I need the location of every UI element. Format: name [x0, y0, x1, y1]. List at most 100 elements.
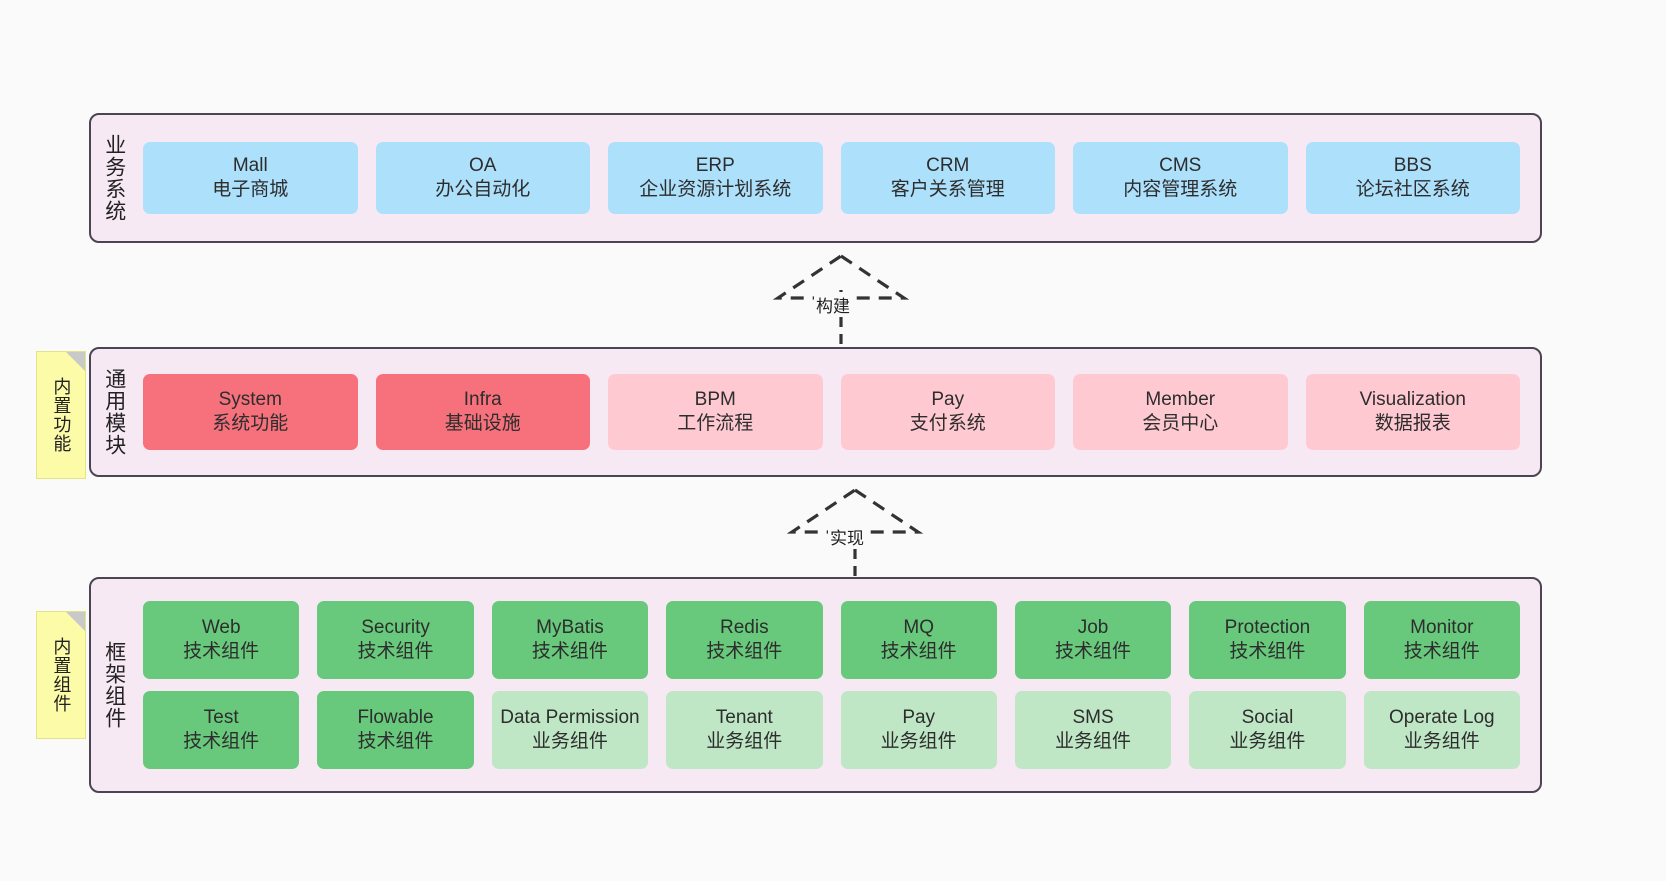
cell-title: ERP: [695, 154, 735, 176]
cell-sms[interactable]: SMS 业务组件: [1014, 691, 1172, 769]
cell-subtitle: 系统功能: [212, 413, 289, 434]
cell-title: Monitor: [1410, 616, 1474, 638]
cell-test[interactable]: Test 技术组件: [143, 691, 300, 769]
cell-title: Social: [1241, 706, 1294, 728]
cell-subtitle: 客户关系管理: [890, 179, 1005, 200]
cell-title: SMS: [1072, 706, 1114, 728]
cell-subtitle: 企业资源计划系统: [639, 179, 792, 200]
cell-subtitle: 技术组件: [1229, 641, 1306, 662]
cell-subtitle: 办公自动化: [435, 179, 531, 200]
cell-subtitle: 技术组件: [357, 641, 434, 662]
cell-flowable[interactable]: Flowable 技术组件: [317, 691, 474, 769]
layer-body-framework: Web 技术组件 Security 技术组件 MyBatis 技术组件 Redi…: [137, 579, 1540, 791]
sticky-note-builtin-components: 内置组件: [36, 611, 86, 739]
cell-mq[interactable]: MQ 技术组件: [840, 601, 997, 679]
cell-title: Member: [1145, 388, 1216, 410]
cell-data-permission[interactable]: Data Permission 业务组件: [491, 691, 649, 769]
cell-infra[interactable]: Infra 基础设施: [375, 374, 590, 450]
cell-mybatis[interactable]: MyBatis 技术组件: [491, 601, 649, 679]
cell-subtitle: 技术组件: [357, 731, 434, 752]
cell-title: MQ: [903, 616, 934, 638]
cell-social[interactable]: Social 业务组件: [1189, 691, 1346, 769]
cell-title: BBS: [1393, 154, 1432, 176]
cell-title: BPM: [694, 388, 736, 410]
cell-title: CRM: [926, 154, 970, 176]
cell-security[interactable]: Security 技术组件: [317, 601, 474, 679]
cell-subtitle: 业务组件: [1403, 731, 1480, 752]
cell-crm[interactable]: CRM 客户关系管理: [840, 142, 1055, 214]
cell-subtitle: 业务组件: [1055, 731, 1132, 752]
row-common-modules: System 系统功能 Infra 基础设施 BPM 工作流程 Pay 支付系统…: [143, 374, 1520, 450]
connector-implement: 实现: [770, 488, 940, 576]
sticky-note-builtin-features: 内置功能: [36, 351, 86, 479]
cell-operate-log[interactable]: Operate Log 业务组件: [1363, 691, 1520, 769]
cell-subtitle: 业务组件: [880, 731, 957, 752]
cell-oa[interactable]: OA 办公自动化: [375, 142, 590, 214]
cell-title: Redis: [720, 616, 769, 638]
cell-bbs[interactable]: BBS 论坛社区系统: [1305, 142, 1520, 214]
cell-title: Tenant: [715, 706, 773, 728]
cell-subtitle: 电子商城: [212, 179, 289, 200]
cell-title: Security: [361, 616, 430, 638]
cell-title: System: [218, 388, 282, 410]
cell-title: Flowable: [357, 706, 434, 728]
cell-subtitle: 基础设施: [444, 413, 521, 434]
layer-business-systems: 业务系统 Mall 电子商城 OA 办公自动化 ERP 企业资源计划系统 CRM…: [89, 113, 1542, 243]
cell-subtitle: 论坛社区系统: [1355, 179, 1470, 200]
layer-title-business: 业务系统: [102, 134, 126, 222]
cell-tenant[interactable]: Tenant 业务组件: [666, 691, 823, 769]
cell-title: MyBatis: [536, 616, 604, 638]
cell-title: Visualization: [1359, 388, 1466, 410]
row-framework-tech: Web 技术组件 Security 技术组件 MyBatis 技术组件 Redi…: [143, 601, 1520, 679]
cell-system[interactable]: System 系统功能: [143, 374, 358, 450]
cell-bpm[interactable]: BPM 工作流程: [608, 374, 823, 450]
cell-subtitle: 内容管理系统: [1123, 179, 1238, 200]
cell-title: Data Permission: [500, 706, 640, 728]
cell-subtitle: 技术组件: [706, 641, 783, 662]
cell-mall[interactable]: Mall 电子商城: [143, 142, 358, 214]
cell-subtitle: 业务组件: [531, 731, 608, 752]
cell-subtitle: 业务组件: [1229, 731, 1306, 752]
connector-implement-label: 实现: [828, 524, 866, 549]
cell-subtitle: 业务组件: [706, 731, 783, 752]
layer-title-framework: 框架组件: [102, 641, 126, 729]
cell-title: Test: [203, 706, 239, 728]
layer-body-business: Mall 电子商城 OA 办公自动化 ERP 企业资源计划系统 CRM 客户关系…: [137, 115, 1540, 241]
cell-title: Mall: [232, 154, 268, 176]
layer-framework-components: 框架组件 Web 技术组件 Security 技术组件 MyBatis 技术组件…: [89, 577, 1542, 793]
cell-redis[interactable]: Redis 技术组件: [666, 601, 823, 679]
cell-subtitle: 技术组件: [531, 641, 608, 662]
cell-title: Operate Log: [1388, 706, 1495, 728]
cell-title: Protection: [1224, 616, 1311, 638]
cell-title: Pay: [902, 706, 936, 728]
cell-member[interactable]: Member 会员中心: [1073, 374, 1288, 450]
layer-common-modules: 通用模块 System 系统功能 Infra 基础设施 BPM 工作流程 Pay…: [89, 347, 1542, 477]
connector-build: 构建: [756, 254, 926, 344]
row-business-systems: Mall 电子商城 OA 办公自动化 ERP 企业资源计划系统 CRM 客户关系…: [143, 142, 1520, 214]
cell-subtitle: 会员中心: [1142, 413, 1219, 434]
cell-subtitle: 技术组件: [880, 641, 957, 662]
cell-subtitle: 工作流程: [677, 413, 754, 434]
layer-body-modules: System 系统功能 Infra 基础设施 BPM 工作流程 Pay 支付系统…: [137, 349, 1540, 475]
cell-title: Infra: [463, 388, 502, 410]
row-framework-biz: Test 技术组件 Flowable 技术组件 Data Permission …: [143, 691, 1520, 769]
cell-visualization[interactable]: Visualization 数据报表: [1305, 374, 1520, 450]
cell-subtitle: 技术组件: [1055, 641, 1132, 662]
cell-title: Job: [1077, 616, 1109, 638]
cell-subtitle: 技术组件: [183, 641, 260, 662]
cell-monitor[interactable]: Monitor 技术组件: [1363, 601, 1520, 679]
cell-pay-module[interactable]: Pay 支付系统: [840, 374, 1055, 450]
cell-title: OA: [469, 154, 497, 176]
layer-title-modules: 通用模块: [102, 368, 126, 456]
cell-pay-component[interactable]: Pay 业务组件: [840, 691, 997, 769]
cell-job[interactable]: Job 技术组件: [1014, 601, 1172, 679]
cell-subtitle: 技术组件: [1403, 641, 1480, 662]
cell-web[interactable]: Web 技术组件: [143, 601, 300, 679]
cell-protection[interactable]: Protection 技术组件: [1189, 601, 1346, 679]
cell-subtitle: 技术组件: [183, 731, 260, 752]
cell-title: CMS: [1159, 154, 1202, 176]
cell-cms[interactable]: CMS 内容管理系统: [1073, 142, 1288, 214]
cell-subtitle: 支付系统: [909, 413, 986, 434]
cell-erp[interactable]: ERP 企业资源计划系统: [608, 142, 823, 214]
